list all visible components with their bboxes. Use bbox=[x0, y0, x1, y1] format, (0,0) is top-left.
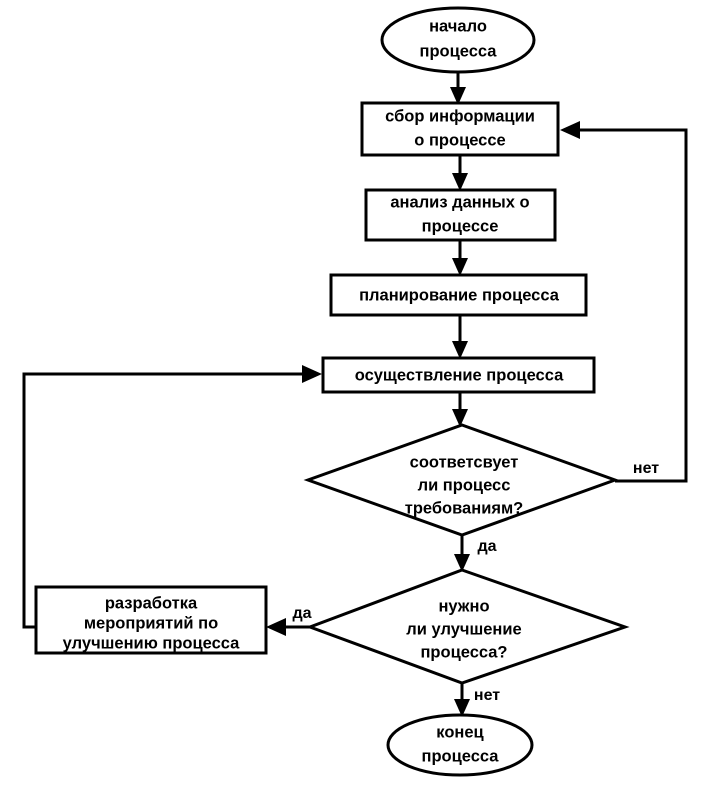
end-ellipse bbox=[386, 713, 534, 777]
edge-label-conforms-yes: да bbox=[477, 538, 496, 555]
collect-label-line-2: о процессе bbox=[414, 131, 505, 149]
connector-execute-to-conforms bbox=[452, 392, 468, 427]
connector-conforms-yes-to-improve bbox=[454, 535, 470, 572]
improve-label-line-3: процесса? bbox=[420, 643, 507, 661]
node-plan-process[interactable]: планирование процесса bbox=[329, 273, 588, 317]
connector-analyze-to-plan bbox=[452, 240, 468, 276]
connector-develop-to-execute bbox=[22, 365, 322, 629]
develop-label-line-2: мероприятий по bbox=[84, 614, 218, 632]
plan-rect bbox=[329, 273, 588, 317]
start-label-line-1: начало bbox=[429, 17, 487, 35]
execute-rect bbox=[321, 356, 596, 394]
improve-label-line-1: нужно bbox=[438, 597, 489, 615]
connector-start-to-collect bbox=[450, 72, 466, 105]
edge-label-conforms-no: нет bbox=[633, 460, 659, 477]
collect-rect bbox=[360, 101, 560, 157]
end-label-line-2: процесса bbox=[422, 747, 500, 765]
edge-label-improve-yes: да bbox=[292, 605, 311, 622]
node-analyze-data[interactable]: анализ данных о процессе bbox=[364, 188, 557, 242]
improve-diamond bbox=[305, 568, 630, 685]
analyze-rect bbox=[364, 188, 557, 242]
node-collect-information[interactable]: сбор информации о процессе bbox=[360, 101, 560, 157]
node-decision-improvement-needed[interactable]: нужно ли улучшение процесса? bbox=[305, 568, 630, 685]
connector-plan-to-execute bbox=[452, 315, 468, 359]
connector-improve-no-to-end bbox=[454, 683, 470, 717]
edge-label-improve-no: нет bbox=[474, 687, 500, 704]
conforms-label-line-2: ли процесс bbox=[418, 476, 511, 494]
start-ellipse bbox=[380, 6, 536, 74]
connector-improve-yes-to-develop bbox=[266, 618, 310, 636]
execute-label: осуществление процесса bbox=[355, 366, 564, 384]
analyze-label-line-1: анализ данных о bbox=[390, 193, 529, 211]
node-end[interactable]: конец процесса bbox=[386, 713, 534, 777]
conforms-label-line-1: соответсвует bbox=[410, 453, 519, 471]
develop-rect bbox=[34, 585, 268, 655]
node-develop-improvement-actions[interactable]: разработка мероприятий по улучшению проц… bbox=[34, 585, 268, 655]
develop-label-line-3: улучшению процесса bbox=[63, 634, 240, 652]
improve-label-line-2: ли улучшение bbox=[406, 620, 521, 638]
collect-label-line-1: сбор информации bbox=[385, 107, 535, 125]
develop-label-line-1: разработка bbox=[105, 594, 198, 612]
plan-label: планирование процесса bbox=[359, 286, 560, 304]
conforms-label-line-3: требованиям? bbox=[405, 499, 524, 517]
node-start[interactable]: начало процесса bbox=[380, 6, 536, 74]
connector-collect-to-analyze bbox=[452, 155, 468, 191]
analyze-label-line-2: процессе bbox=[422, 217, 499, 235]
conforms-diamond bbox=[303, 423, 620, 537]
start-label-line-2: процесса bbox=[420, 42, 498, 60]
node-execute-process[interactable]: осуществление процесса bbox=[321, 356, 596, 394]
node-decision-conforms[interactable]: соответсвует ли процесс требованиям? bbox=[303, 423, 620, 537]
end-label-line-1: конец bbox=[436, 723, 483, 741]
connector-conforms-no-to-collect bbox=[560, 121, 688, 483]
